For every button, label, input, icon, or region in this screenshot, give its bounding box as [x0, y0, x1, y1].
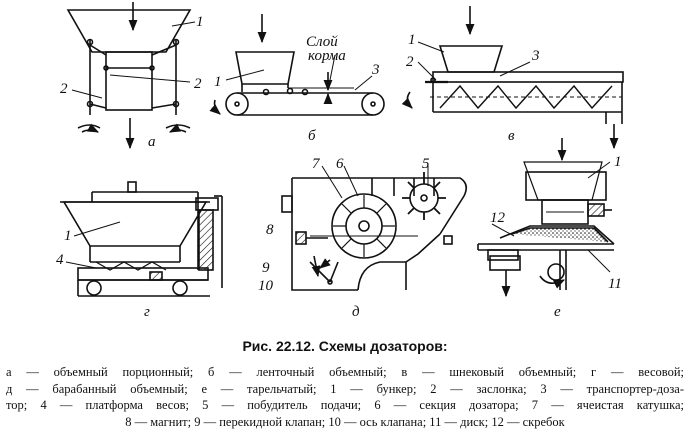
panel-e-label-11: 11: [608, 276, 622, 292]
panel-d-label-6: 6: [336, 156, 344, 172]
panel-g-label-1: 1: [64, 228, 72, 244]
panel-a-letter: а: [148, 134, 156, 150]
panel-g-label-4: 4: [56, 252, 64, 268]
panel-b-annotation-line2: корма: [308, 48, 346, 64]
dispenser-schemes-figure: 1 2 2 а 1 3 Слой корма б 1 2 3 в 1 4 г 7…: [56, 2, 624, 320]
panel-e-label-1: 1: [614, 154, 622, 170]
panel-a-label-2-left: 2: [60, 81, 68, 97]
panel-d-label-10: 10: [258, 278, 274, 294]
legend-line: 8 — магнит; 9 — перекидной клапан; 10 — …: [125, 414, 565, 429]
panel-a-label-1: 1: [196, 14, 204, 30]
panel-d-label-5: 5: [422, 156, 430, 172]
panel-a-label-2-right: 2: [194, 76, 202, 92]
panel-d-label-8: 8: [266, 222, 274, 238]
panel-v-label-3: 3: [531, 48, 540, 64]
legend-line: д — барабанный объемный; е — тарельчатый…: [6, 381, 684, 396]
panel-b-label-3: 3: [371, 62, 380, 78]
figure-legend: а — объемный порционный; б — ленточный о…: [6, 364, 684, 430]
panel-b-label-1: 1: [214, 74, 222, 90]
panel-a-scheme: [66, 2, 196, 150]
panel-d-scheme: [281, 165, 468, 291]
panel-d-label-9: 9: [262, 260, 270, 276]
legend-line: тор; 4 — платформа весов; 5 — побудитель…: [6, 398, 684, 412]
panel-v-letter: в: [508, 128, 515, 144]
figure-caption: Рис. 22.12. Схемы дозаторов:: [242, 338, 448, 354]
panel-v-label-1: 1: [408, 32, 416, 48]
panel-v-scheme: [401, 6, 624, 150]
legend-line: а — объемный порционный; б — ленточный о…: [6, 365, 684, 379]
panel-b-annotation-line1: Слой: [306, 34, 338, 50]
panel-e-letter: е: [554, 304, 561, 320]
panel-d-label-7: 7: [312, 156, 321, 172]
panel-g-letter: г: [144, 304, 150, 320]
panel-e-label-12: 12: [490, 210, 506, 226]
panel-v-label-2: 2: [406, 54, 414, 70]
panel-b-scheme: [209, 14, 385, 116]
panel-b-letter: б: [308, 128, 316, 144]
panel-g-scheme: [60, 181, 223, 297]
panel-e-scheme: [477, 138, 615, 298]
panel-d-letter: д: [352, 304, 360, 320]
